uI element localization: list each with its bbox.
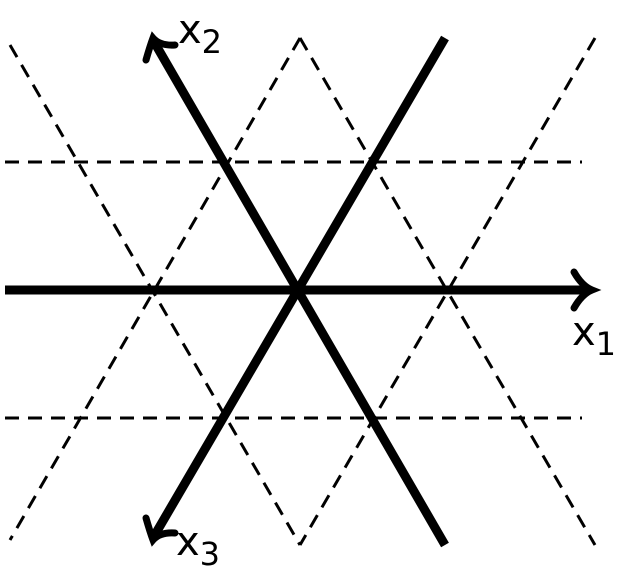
x2-arrowhead-icon (142, 31, 179, 64)
x2-label: x2 (178, 7, 223, 61)
dashed-diagonal-2 (298, 37, 597, 546)
x1-arrowhead-icon (570, 268, 602, 312)
x3-label: x3 (176, 519, 221, 573)
x3-axis (149, 35, 449, 541)
dashed-diagonal-4 (298, 37, 597, 546)
x1-label: x1 (572, 309, 617, 363)
dashed-diagonal-1 (8, 44, 302, 546)
x3-arrowhead-icon (142, 514, 179, 547)
